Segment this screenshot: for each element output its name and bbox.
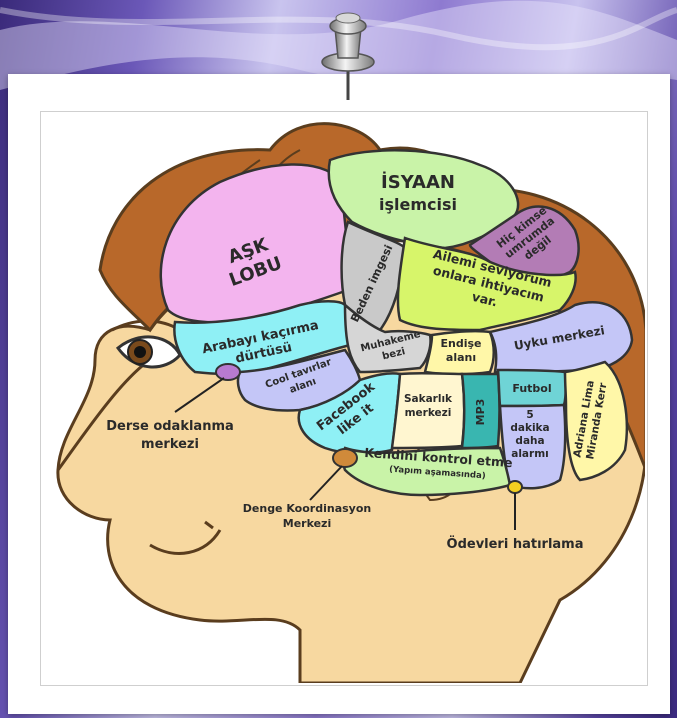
push-pin-icon [0,0,677,718]
